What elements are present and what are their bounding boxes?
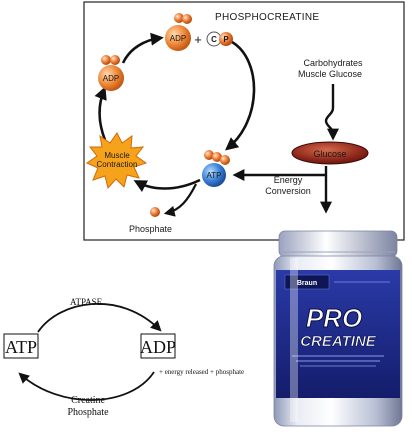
adp-top-label: ADP [170, 34, 186, 43]
atp-ball [202, 163, 226, 187]
atp-molecule: ATP [202, 150, 230, 187]
phosphate-ball [220, 155, 230, 165]
adp-top-molecule: ADP [165, 13, 192, 51]
adp-box-label: ADP [140, 337, 176, 357]
jar-label [276, 270, 400, 398]
phosphate-ball [204, 150, 214, 160]
phosphate-ball [212, 152, 222, 162]
energy-released-note: + energy released + phosphate [159, 368, 244, 376]
phosphate-ball [182, 14, 192, 24]
atp-box [3, 333, 39, 359]
muscle-label-line1: Muscle [104, 151, 130, 160]
brand-text: Braun [297, 280, 317, 287]
adp-left-label: ADP [103, 74, 119, 83]
arc-adp-to-atp [224, 40, 256, 151]
jar-lid [278, 230, 398, 258]
cycle-arc-bottom [18, 371, 155, 401]
phosphate-ball [174, 13, 184, 23]
adp-top-ball [165, 25, 191, 51]
creatine-phosphate-molecule: C P [206, 31, 233, 47]
glucose-label: Glucose [313, 149, 346, 159]
arc-muscle-to-adp [94, 86, 107, 141]
cycle-arc-top [37, 302, 162, 333]
muscle-label-line2: Contraction [97, 160, 138, 169]
phosphate-ball [110, 55, 120, 65]
carbs-to-glucose-arrow [324, 84, 339, 141]
cp-c-label: C [211, 35, 217, 44]
phosphate-ball [219, 32, 233, 46]
jar-highlight [290, 258, 298, 422]
adp-left-molecule: ADP [98, 55, 124, 91]
panel-border [83, 1, 405, 241]
atp-cycle-diagram: ATPASE ATP ADP + energy released + phosp… [3, 297, 244, 418]
plus-sign: + [194, 32, 202, 47]
phosphate-output: Phosphate [129, 207, 172, 234]
atp-label: ATP [207, 171, 222, 180]
arc-adp-to-adp [121, 32, 164, 64]
atpase-label: ATPASE [70, 297, 103, 307]
creatine-text: CREATINE [300, 333, 377, 350]
phosphate-ball [150, 207, 160, 217]
energy-label-line1: Energy [274, 175, 303, 185]
carbs-label-line2: Muscle Glucose [298, 69, 362, 79]
burst-shape [85, 132, 148, 190]
panel-title: PHOSPHOCREATINE [215, 12, 319, 23]
carbs-label-line1: Carbohydrates [303, 58, 363, 68]
brand-strip [284, 274, 330, 290]
adp-box [140, 333, 176, 359]
phosphocreatine-panel: PHOSPHOCREATINE ADP + C P ADP [83, 1, 405, 241]
creatine-label: Creatine [71, 395, 105, 406]
phosphate-label: Phosphate [129, 224, 172, 234]
energy-label-line2: Conversion [265, 186, 311, 196]
pro-creatine-jar: Braun PRO CREATINE [273, 230, 403, 427]
muscle-contraction-burst: Muscle Contraction [85, 132, 148, 190]
adp-left-ball [98, 65, 124, 91]
glucose-node: Glucose [291, 141, 369, 165]
pro-text: PRO [306, 303, 362, 333]
phosphate-ball [101, 55, 111, 65]
cp-p-label: P [223, 35, 229, 44]
arrow-to-phosphate [163, 183, 197, 217]
atp-box-label: ATP [5, 337, 37, 357]
arc-atp-to-muscle [133, 178, 201, 193]
glucose-ellipse [291, 141, 369, 165]
phosphate-label-bottom: Phosphate [67, 407, 109, 418]
